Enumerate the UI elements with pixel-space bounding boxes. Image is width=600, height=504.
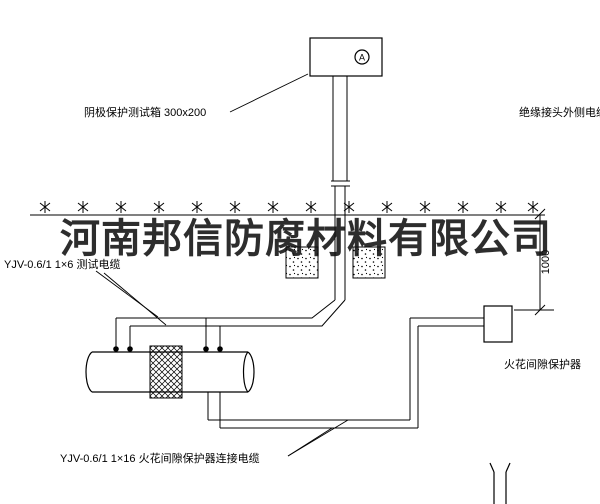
riser-conduit — [331, 76, 350, 300]
label-spark-gap: 火花间隙保护器 — [504, 359, 581, 371]
test-cable-runs — [115, 299, 346, 349]
pipe-riser-symbol — [489, 462, 511, 504]
insulating-joint — [149, 345, 183, 399]
dimension-text: 1000 — [540, 250, 552, 274]
label-insulated-joint-cable: 绝缘接头外侧电缆 — [519, 107, 600, 119]
leader-lines — [95, 73, 349, 457]
ammeter-symbol — [354, 49, 370, 65]
dimension-1000 — [514, 208, 554, 316]
label-test-cable: YJV-0.6/1 1×6 测试电缆 — [4, 259, 121, 271]
label-connect-cable: YJV-0.6/1 1×16 火花间隙保护器连接电缆 — [60, 453, 260, 465]
label-test-box: 阴极保护测试箱 300x200 — [84, 107, 207, 119]
spark-gap-cables — [207, 317, 484, 429]
concrete-anchor-blocks — [285, 246, 386, 279]
cadweld-terminals — [113, 346, 223, 352]
ammeter-letter: A — [359, 53, 365, 63]
ground-line — [30, 200, 545, 216]
test-box — [309, 37, 383, 77]
spark-gap-protector — [483, 305, 513, 343]
